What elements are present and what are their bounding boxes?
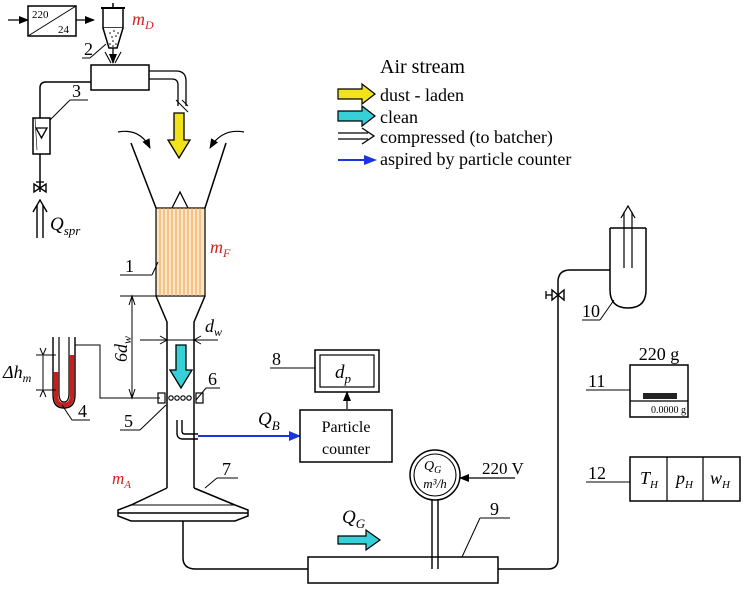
meter-labels: QG m³/h 220 V — [423, 459, 524, 491]
particle-counter-line1: Particle — [322, 419, 371, 436]
label-6dw: 6dw — [111, 336, 134, 362]
orifice-pipe — [307, 269, 610, 584]
rotameter — [32, 117, 51, 155]
filter-housing — [117, 487, 308, 570]
meter-voltage: 220 V — [482, 459, 524, 478]
sensor-labels: TH pH wH — [640, 468, 731, 491]
number-11: 11 — [588, 371, 605, 391]
number-10: 10 — [582, 301, 600, 321]
legend: Air stream dust - laden clean compressed… — [337, 56, 571, 169]
number-2: 2 — [84, 39, 93, 59]
sampling-probe — [176, 420, 301, 441]
label-d-w: dw — [205, 316, 222, 339]
legend-item-compressed: compressed (to batcher) — [338, 127, 553, 148]
number-9: 9 — [490, 499, 499, 519]
number-12: 12 — [588, 463, 606, 483]
gas-flow-meter — [409, 449, 515, 569]
dust-batcher-hopper — [101, 3, 125, 64]
clean-flow-arrow-outlet — [337, 528, 382, 552]
inlet-funnel — [117, 130, 245, 209]
label-d-p: dp — [335, 362, 352, 386]
number-7: 7 — [222, 459, 231, 479]
meter-unit: m³/h — [423, 476, 446, 491]
label-q-b: QB — [258, 409, 280, 433]
legend-item-aspired: aspired by particle counter — [338, 149, 571, 169]
svg-text:aspired by particle counter: aspired by particle counter — [380, 149, 571, 169]
pressure-taps — [157, 392, 204, 404]
legend-title: Air stream — [380, 56, 465, 78]
number-8: 8 — [272, 349, 281, 369]
transformer-input-label: 220 — [32, 9, 49, 21]
label-q-g: QG — [342, 507, 366, 531]
particle-counter: Particle counter — [299, 409, 393, 463]
vacuum-pump — [609, 204, 647, 309]
number-1: 1 — [125, 256, 134, 276]
label-q-spr: Qspr — [50, 214, 81, 238]
svg-text:dust - laden: dust - laden — [380, 85, 464, 105]
ejector-box — [39, 64, 189, 192]
meter-q-label: QG — [424, 459, 441, 476]
compressed-air-inlet-arrow — [32, 198, 48, 238]
sensor-temperature: TH — [640, 468, 659, 491]
number-4: 4 — [78, 401, 87, 421]
sensor-humidity: wH — [710, 468, 731, 491]
legend-item-dust-laden: dust - laden — [337, 82, 464, 106]
sensor-pressure: pH — [674, 468, 694, 491]
label-m-f: mF — [210, 237, 231, 260]
label-m-d: mD — [132, 9, 154, 32]
transformer: 220 24 — [8, 5, 95, 37]
filter-element — [155, 207, 206, 297]
particle-size-display — [314, 349, 380, 409]
label-m-a: mA — [112, 469, 131, 491]
number-6: 6 — [208, 369, 217, 389]
legend-item-clean: clean — [337, 104, 418, 128]
valve-compressed-air[interactable] — [33, 181, 47, 194]
particle-counter-line2: counter — [322, 441, 371, 458]
symbol-labels: mD mF mA Qspr QB QG dw 6dw Δhm dp — [2, 9, 366, 531]
number-5: 5 — [124, 411, 133, 431]
component-numbers: 2 3 1 4 5 6 7 8 9 10 11 12 — [72, 39, 606, 519]
svg-text:clean: clean — [380, 107, 418, 127]
dust-laden-flow-arrow — [166, 112, 192, 160]
analytical-balance: 0.0000 g 220 g — [629, 344, 689, 418]
number-3: 3 — [72, 81, 81, 101]
clean-flow-arrow — [168, 344, 194, 390]
transformer-output-label: 24 — [58, 24, 70, 36]
measuring-duct — [155, 295, 206, 488]
leader-lines — [49, 43, 630, 558]
balance-readout: 0.0000 g — [651, 405, 686, 416]
ambient-sensors — [629, 456, 741, 502]
svg-text:compressed (to batcher): compressed (to batcher) — [380, 127, 553, 148]
balance-capacity: 220 g — [639, 344, 680, 364]
dimension-dw — [140, 335, 218, 345]
label-delta-h: Δhm — [2, 362, 32, 385]
u-tube-manometer — [36, 337, 158, 409]
valve-suction[interactable] — [545, 288, 565, 302]
